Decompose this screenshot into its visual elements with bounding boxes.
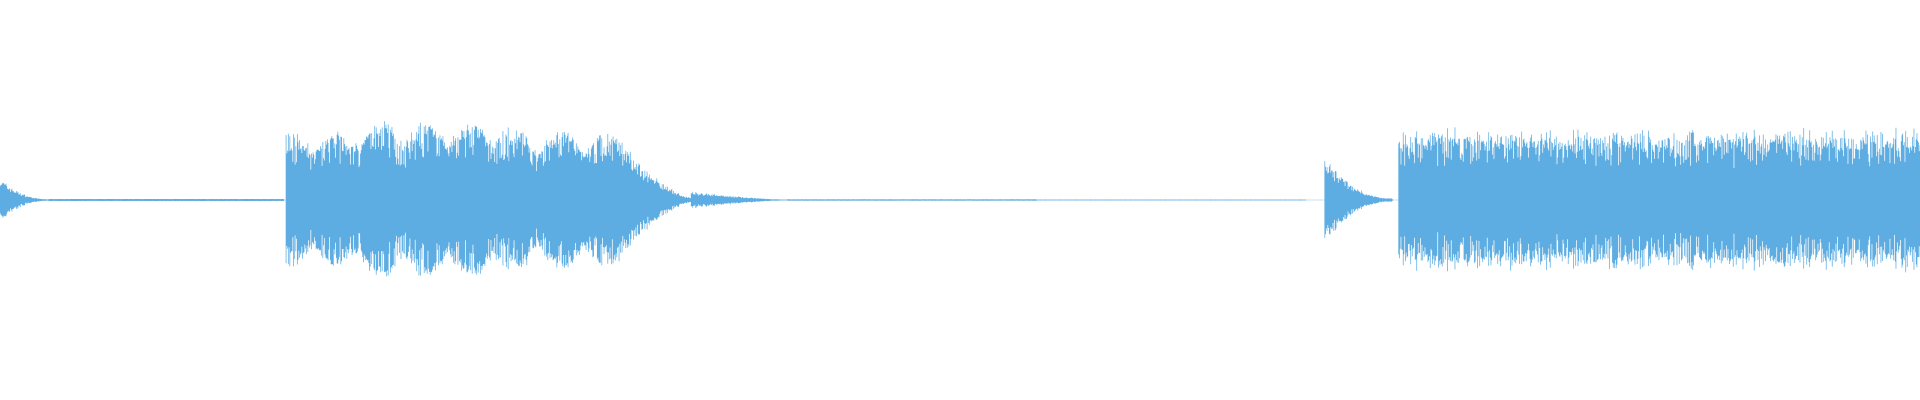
waveform-signal: [0, 121, 1920, 277]
